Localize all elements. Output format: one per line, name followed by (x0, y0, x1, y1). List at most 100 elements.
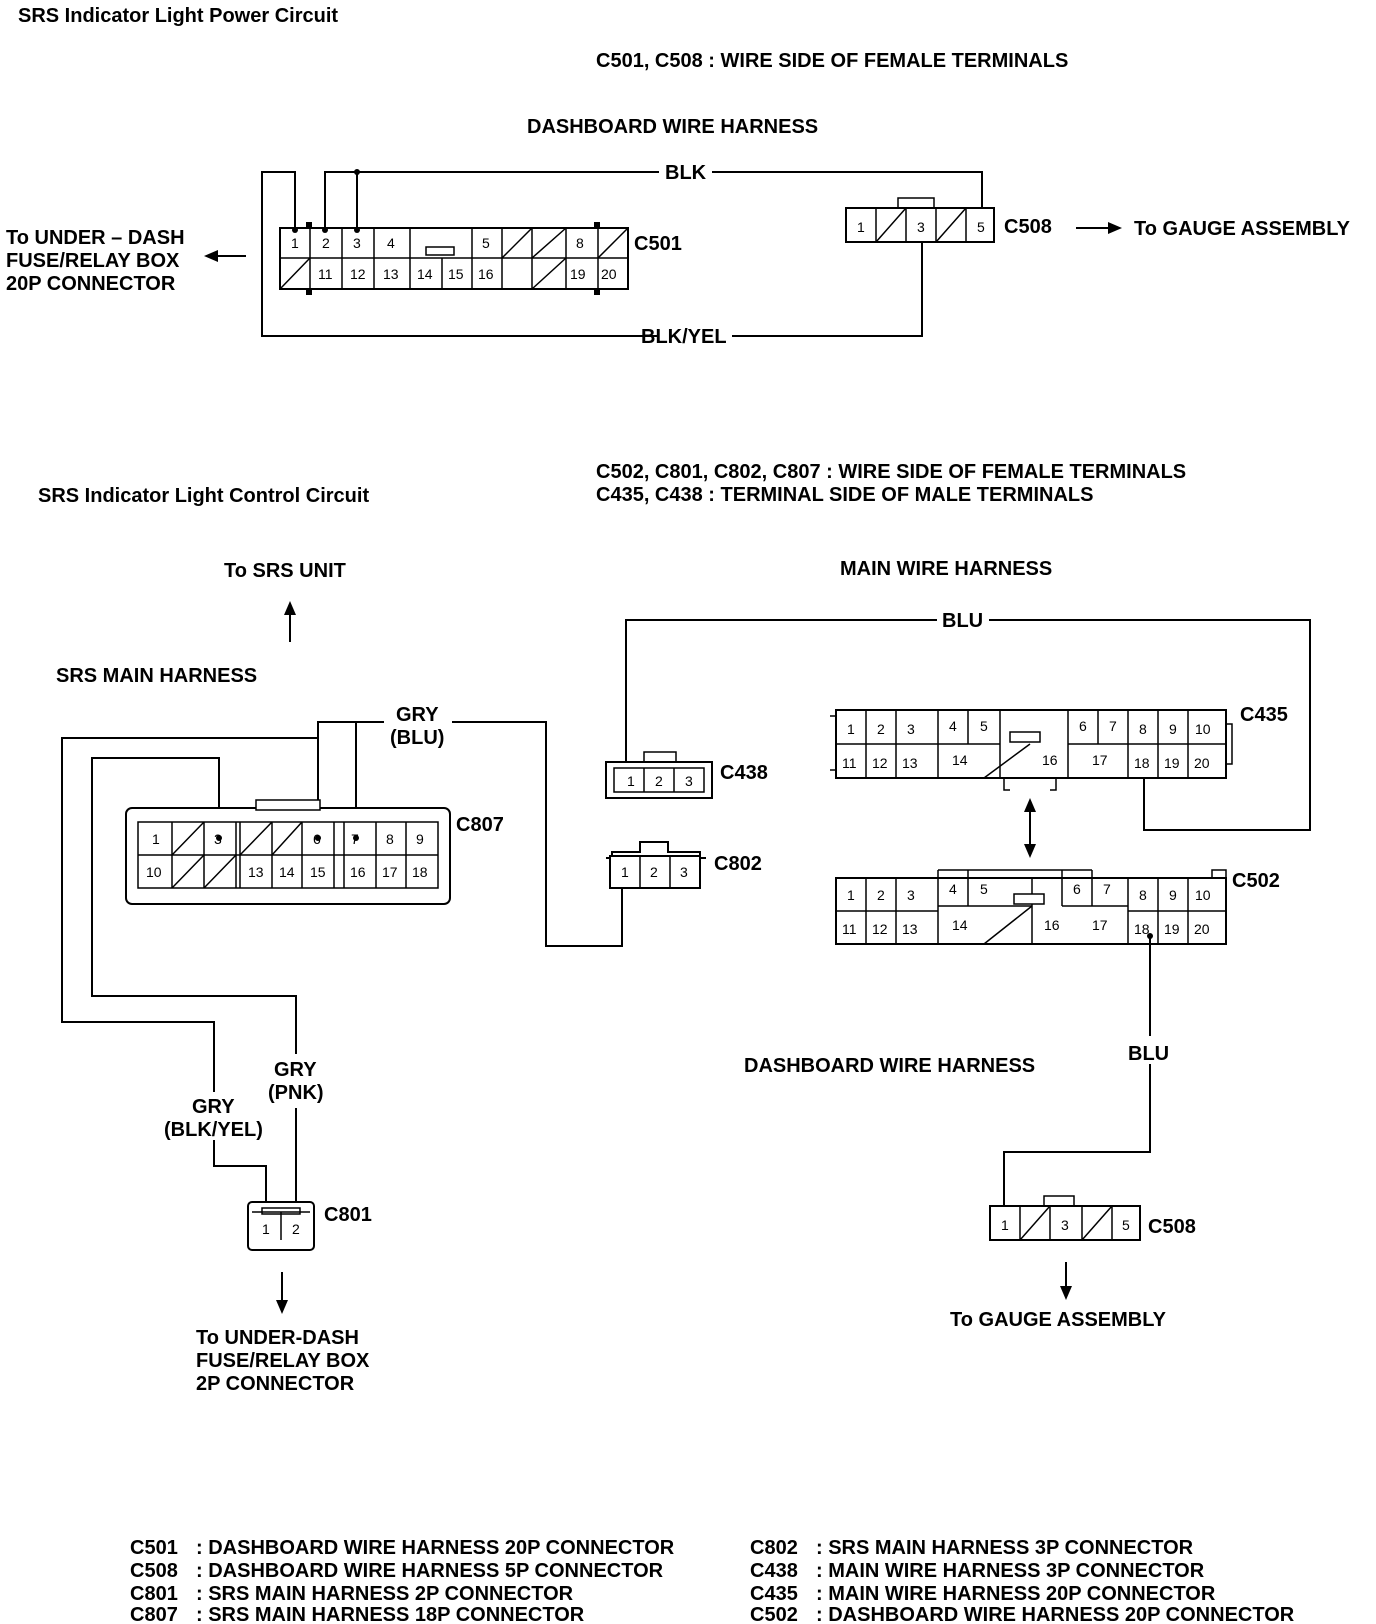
c508-pin: 1 (857, 219, 865, 235)
c508b-id: C508 (1148, 1216, 1196, 1238)
control-view-note-2: C435, C438 : TERMINAL SIDE OF MALE TERMI… (596, 484, 1093, 506)
c501-pin: 16 (478, 266, 494, 282)
c508-id: C508 (1004, 216, 1052, 238)
c807-pin: 13 (248, 864, 264, 880)
c502-pin: 7 (1103, 881, 1111, 897)
c807-pin: 1 (152, 831, 160, 847)
c502-pin: 12 (872, 921, 888, 937)
power-to-gauge: To GAUGE ASSEMBLY (1134, 218, 1351, 240)
arrow-down-icon (1060, 1262, 1072, 1300)
c501-pin: 13 (383, 266, 399, 282)
c502-id: C502 (1232, 870, 1280, 892)
c501-pin: 5 (482, 235, 490, 251)
connector-c508-bottom (989, 1195, 1141, 1241)
connector-c802 (606, 841, 706, 889)
c807-id: C807 (456, 814, 504, 836)
svg-text:GRY: GRY (274, 1059, 317, 1081)
c502-pins: 1 2 3 4 5 6 7 8 9 10 11 12 13 14 16 17 1… (842, 881, 1211, 937)
connector-c501 (279, 222, 629, 295)
legend-code: C435 (750, 1583, 798, 1605)
connector-c502 (835, 869, 1227, 945)
c502-pin: 8 (1139, 887, 1147, 903)
c502-pin: 10 (1195, 887, 1211, 903)
c802-pin: 3 (680, 864, 688, 880)
c438-pin: 3 (685, 773, 693, 789)
c438-id: C438 (720, 762, 768, 784)
legend-code: C802 (750, 1537, 798, 1559)
svg-text:To UNDER – DASH: To UNDER – DASH (6, 227, 185, 249)
c435-pin: 3 (907, 721, 915, 737)
c807-pin: 9 (416, 831, 424, 847)
wire-label-blu-mid: BLU (1128, 1043, 1169, 1065)
c508b-pin: 3 (1061, 1217, 1069, 1233)
wire-label-gry-blk-yel: GRY (BLK/YEL) (164, 1096, 263, 1141)
c502-pin: 17 (1092, 917, 1108, 933)
arrow-up-icon (284, 601, 296, 642)
power-view-note: C501, C508 : WIRE SIDE OF FEMALE TERMINA… (596, 50, 1068, 72)
svg-text:FUSE/RELAY BOX: FUSE/RELAY BOX (6, 250, 180, 272)
svg-text:To UNDER-DASH: To UNDER-DASH (196, 1327, 359, 1349)
c508b-pin: 1 (1001, 1217, 1009, 1233)
svg-text:GRY: GRY (396, 704, 439, 726)
dashboard-wire-harness: DASHBOARD WIRE HARNESS (744, 1055, 1035, 1077)
c435-id: C435 (1240, 704, 1288, 726)
c802-pin: 2 (650, 864, 658, 880)
c508b-pin: 5 (1122, 1217, 1130, 1233)
arrow-right-icon (1076, 222, 1122, 234)
to-fuse-box-2p: To UNDER-DASH FUSE/RELAY BOX 2P CONNECTO… (196, 1327, 370, 1395)
legend-desc: : SRS MAIN HARNESS 2P CONNECTOR (196, 1583, 574, 1605)
c435-pin: 11 (842, 755, 857, 771)
connector-c438 (605, 751, 713, 799)
c502-pin: 4 (949, 881, 957, 897)
c435-pin: 9 (1169, 721, 1177, 737)
svg-text:FUSE/RELAY BOX: FUSE/RELAY BOX (196, 1350, 370, 1372)
legend-code: C501 (130, 1537, 178, 1559)
c501-pin: 19 (570, 266, 586, 282)
c807-pin: 17 (382, 864, 398, 880)
c502-pin: 1 (847, 887, 855, 903)
c438-pin: 2 (655, 773, 663, 789)
legend-right: C802 : SRS MAIN HARNESS 3P CONNECTOR C43… (750, 1537, 1295, 1624)
c502-pin: 18 (1134, 921, 1150, 937)
c502-pin: 16 (1044, 917, 1060, 933)
c501-pin: 3 (353, 235, 361, 251)
c501-pin: 1 (291, 235, 299, 251)
wire-label-gry-blu: GRY (BLU) (390, 704, 444, 749)
connector-c801 (247, 1201, 315, 1251)
legend-code: C801 (130, 1583, 178, 1605)
c435-pins: 1 2 3 4 5 6 7 8 9 10 11 12 13 14 16 17 1… (842, 718, 1211, 771)
c501-pin: 14 (417, 266, 433, 282)
c807-pin: 18 (412, 864, 428, 880)
legend-left: C501 : DASHBOARD WIRE HARNESS 20P CONNEC… (130, 1537, 675, 1624)
legend-code: C438 (750, 1560, 798, 1582)
c501-pin: 15 (448, 266, 464, 282)
legend-code: C807 (130, 1604, 178, 1624)
c435-pin: 14 (952, 752, 968, 768)
c801-pin: 2 (292, 1221, 300, 1237)
connector-c508 (845, 197, 995, 243)
c502-pin: 9 (1169, 887, 1177, 903)
double-arrow-icon (1024, 798, 1036, 858)
c502-pin: 3 (907, 887, 915, 903)
svg-text:GRY: GRY (192, 1096, 235, 1118)
arrow-left-icon (204, 250, 246, 262)
arrow-down-icon (276, 1272, 288, 1314)
svg-text:(BLU): (BLU) (390, 727, 444, 749)
wire-label-gry-pnk: GRY (PNK) (268, 1059, 324, 1104)
c435-pin: 5 (980, 718, 988, 734)
wire-label-blk-yel: BLK/YEL (641, 326, 727, 348)
svg-text:20P CONNECTOR: 20P CONNECTOR (6, 273, 176, 295)
legend-code: C508 (130, 1560, 178, 1582)
to-srs-unit: To SRS UNIT (224, 560, 346, 582)
control-circuit-title: SRS Indicator Light Control Circuit (38, 485, 369, 507)
c501-pin: 12 (350, 266, 366, 282)
c438-pin: 1 (627, 773, 635, 789)
legend-desc: : DASHBOARD WIRE HARNESS 5P CONNECTOR (196, 1560, 664, 1582)
c807-pin: 8 (386, 831, 394, 847)
c501-pin: 20 (601, 266, 617, 282)
power-harness-label: DASHBOARD WIRE HARNESS (527, 116, 818, 138)
c435-pin: 2 (877, 721, 885, 737)
c501-pin: 11 (318, 266, 333, 282)
c502-pin: 6 (1073, 881, 1081, 897)
